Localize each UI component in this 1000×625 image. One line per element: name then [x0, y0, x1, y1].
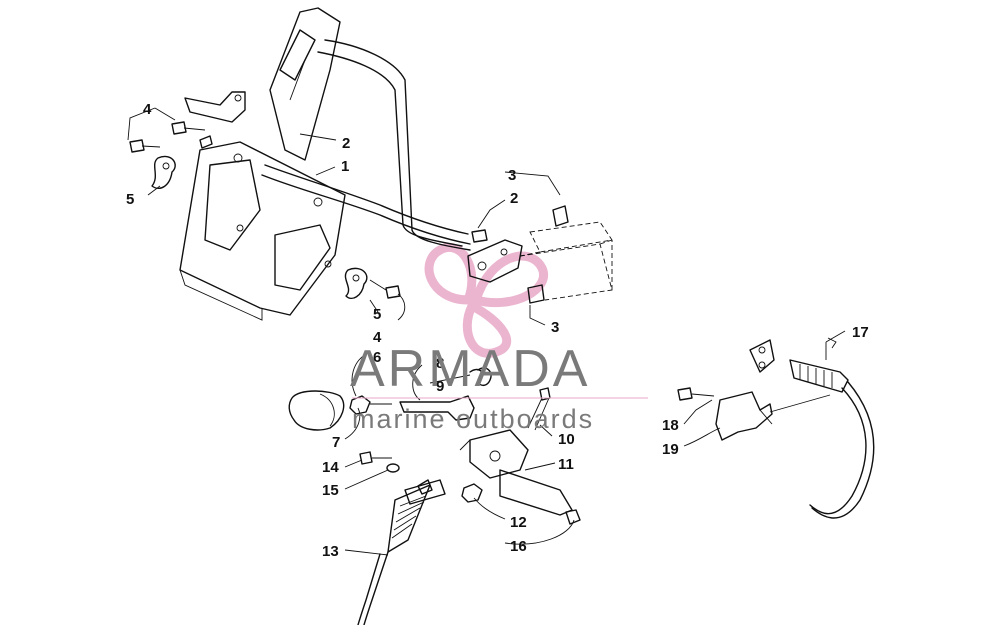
- callout-12: 12: [510, 514, 527, 531]
- left-hardware: [129, 121, 213, 190]
- throttle-assembly: [288, 367, 581, 525]
- right-cable-assembly: [677, 337, 875, 519]
- callout-4-center: 4: [373, 329, 382, 346]
- center-hardware: [344, 267, 401, 300]
- callout-3-lower: 3: [551, 319, 559, 336]
- callout-14: 14: [322, 459, 339, 476]
- steering-frame: [179, 7, 471, 321]
- callout-labels: 1 2 3 2 3 4 5 5 4 6 8 9 10 11 12 16 7 14…: [126, 101, 869, 560]
- callout-17: 17: [852, 324, 869, 341]
- callout-8: 8: [436, 355, 444, 372]
- callout-7: 7: [332, 434, 340, 451]
- callout-19: 19: [662, 441, 679, 458]
- callout-11: 11: [558, 456, 574, 473]
- callout-13: 13: [322, 543, 339, 560]
- callout-10: 10: [558, 431, 575, 448]
- screws-14-15: [359, 451, 400, 473]
- callout-18: 18: [662, 417, 679, 434]
- mount-bracket: [467, 205, 613, 304]
- leader-lines: [127, 107, 846, 556]
- callout-2-lower: 2: [510, 190, 518, 207]
- callout-1: 1: [341, 158, 349, 175]
- watermark: ARMADA marine outboards: [350, 340, 648, 434]
- callout-5-center: 5: [373, 306, 381, 323]
- watermark-subtitle: marine outboards: [352, 404, 594, 434]
- throttle-cable: [357, 479, 446, 625]
- callout-9: 9: [436, 378, 444, 395]
- watermark-title: ARMADA: [350, 340, 590, 398]
- callout-6: 6: [373, 349, 381, 366]
- callout-5-left: 5: [126, 191, 134, 208]
- callout-15: 15: [322, 482, 339, 499]
- armada-logo-icon: [424, 243, 548, 358]
- callout-3-upper: 3: [508, 167, 516, 184]
- callout-2-upper: 2: [342, 135, 350, 152]
- callout-16: 16: [510, 538, 527, 555]
- callout-4-left: 4: [143, 101, 152, 118]
